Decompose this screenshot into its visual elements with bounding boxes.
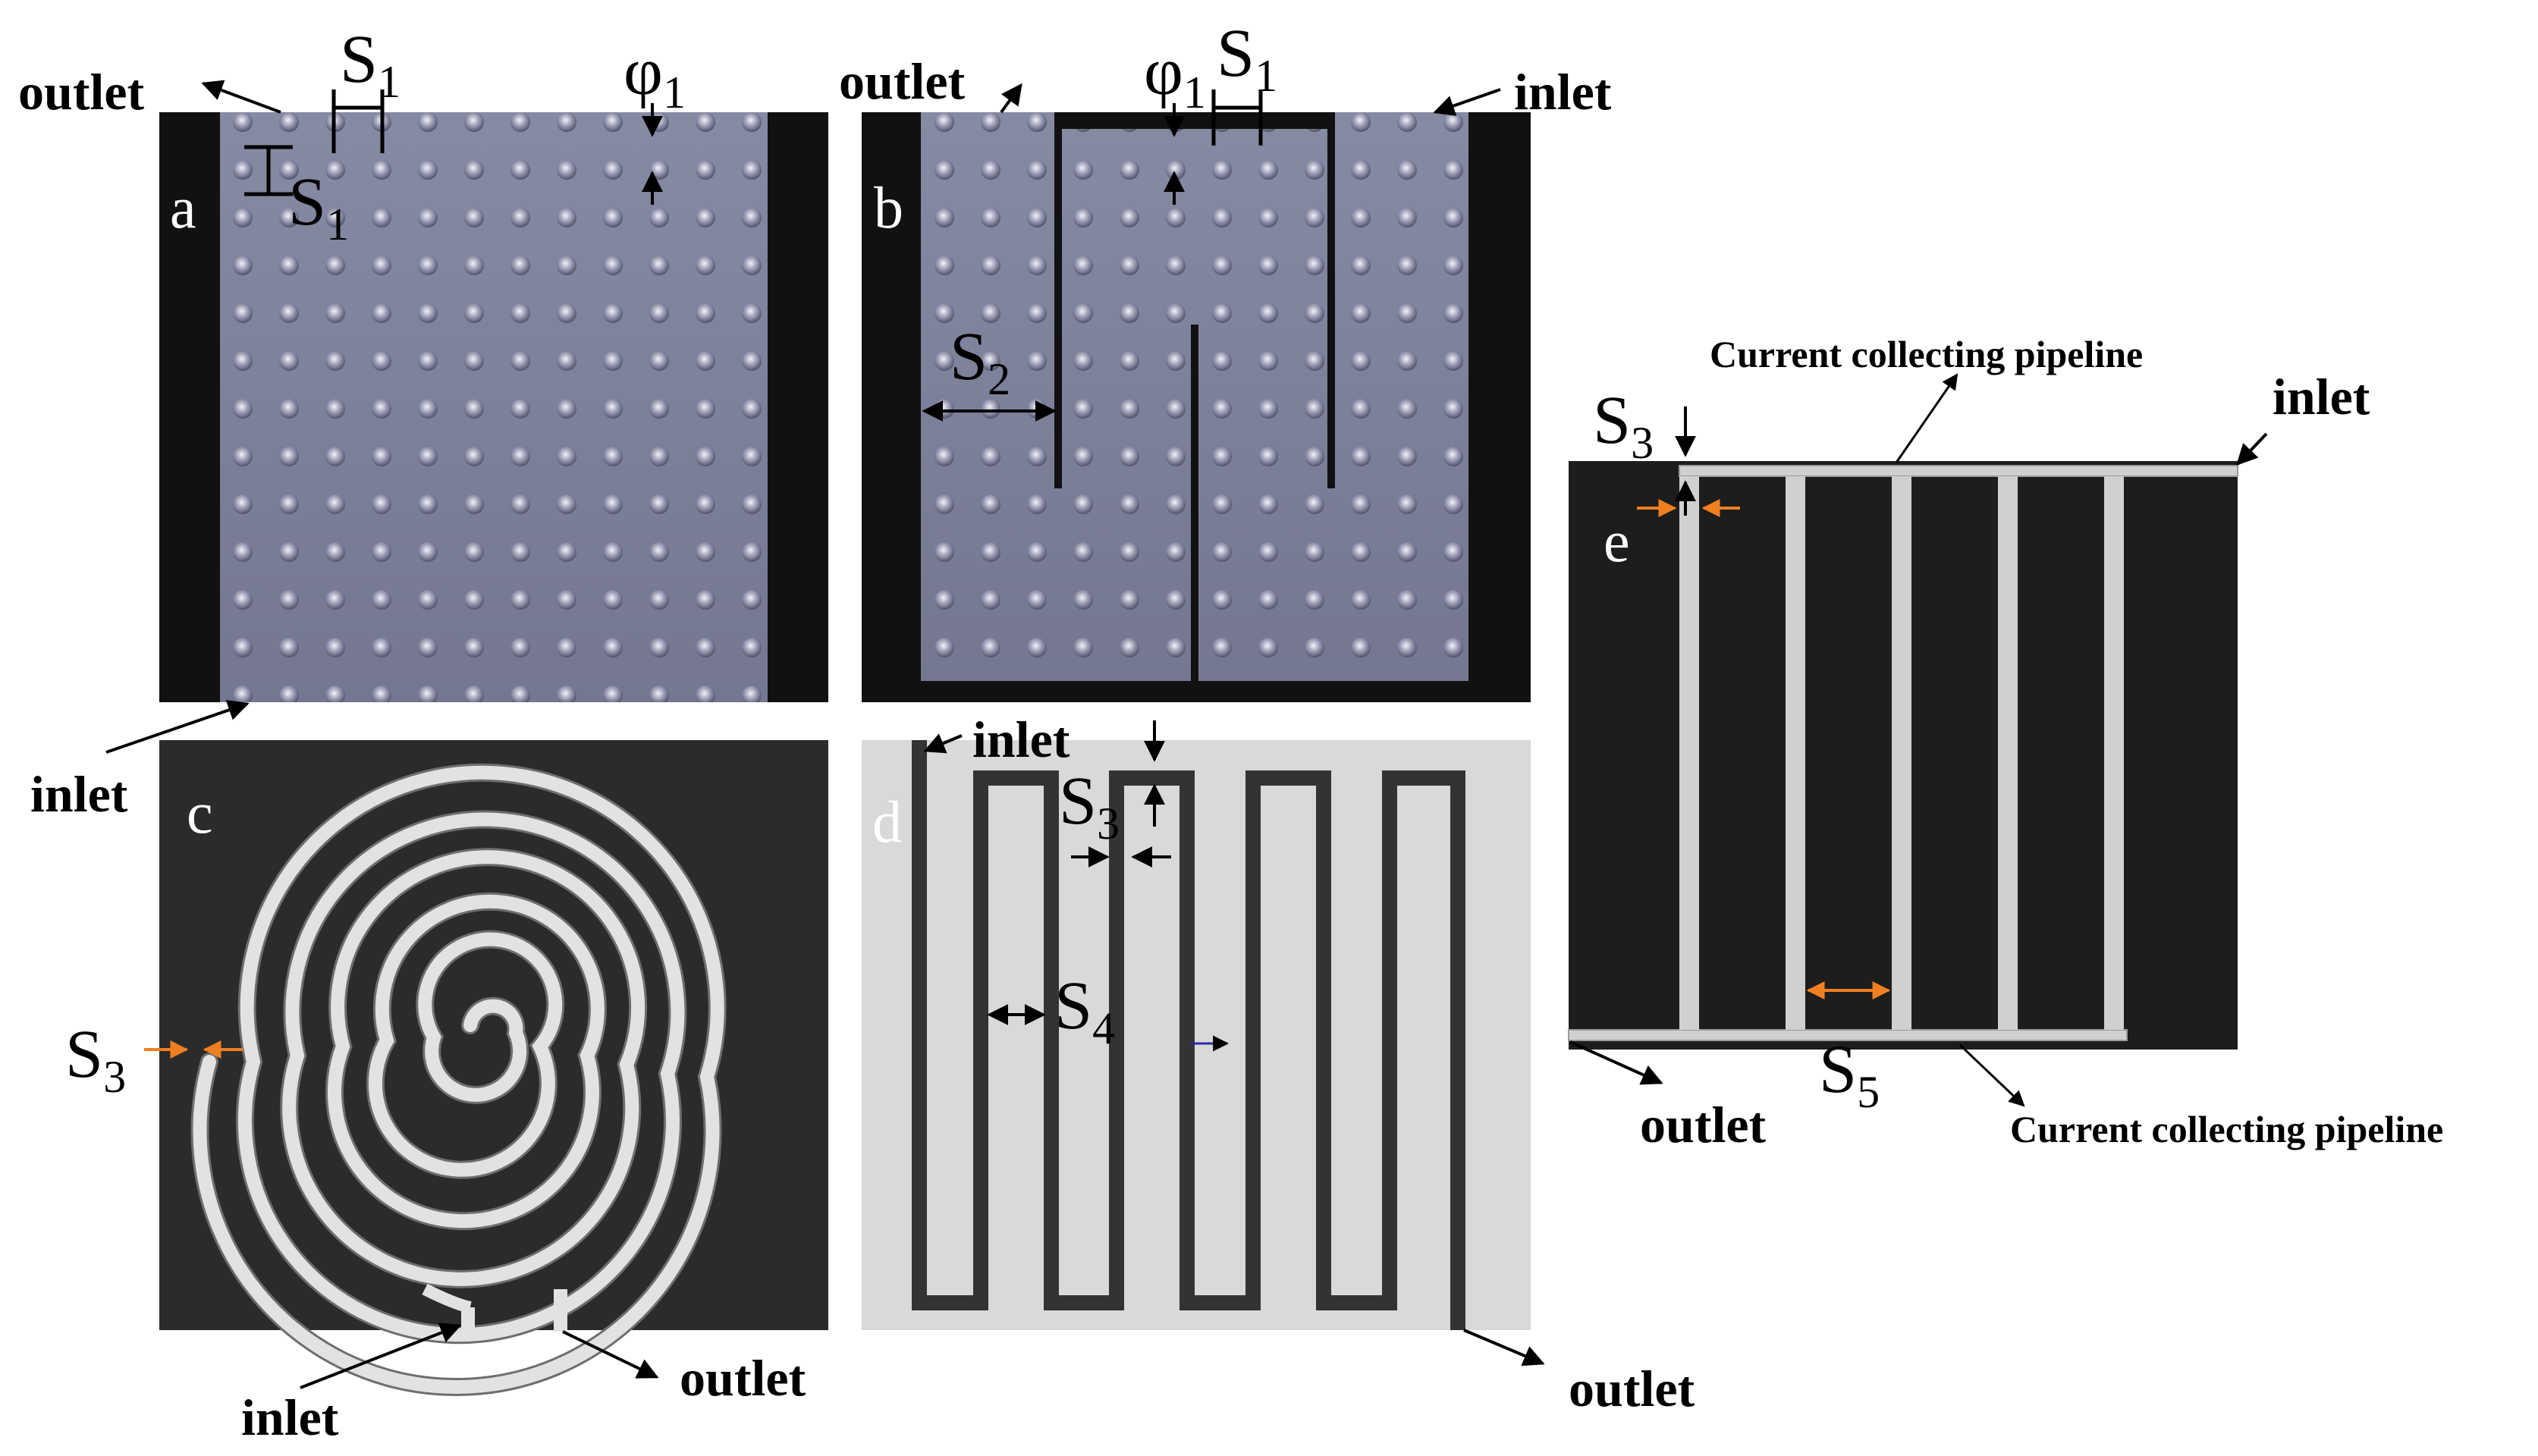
panel-e-channel-5 — [2104, 476, 2124, 1030]
panel-b-outlet-arrow — [1000, 83, 1022, 114]
panel-a-outlet-arrow — [201, 80, 281, 114]
panel-c-outlet-arrow — [562, 1330, 659, 1379]
panel-a-annotations: outlet inlet S1 S1 φ1 — [18, 22, 686, 823]
panel-e-top-pipeline-arrow — [1895, 373, 1958, 463]
panel-c-inlet-arrow — [300, 1323, 462, 1389]
panel-e-s3-symbol: S3 — [1593, 383, 1654, 468]
panel-e-channel-4 — [1998, 476, 2018, 1030]
panel-d-outlet-arrow — [1463, 1329, 1545, 1367]
panel-c-inlet-bend — [422, 1283, 472, 1313]
panel-b-s2-symbol: S2 — [950, 319, 1010, 404]
panel-e-channel-2 — [1786, 476, 1805, 1030]
panel-d-inlet-label: inlet — [972, 711, 1070, 768]
panel-e-top-pipeline-label: Current collecting pipeline — [1710, 333, 2143, 375]
panel-b-center-baffle — [1191, 325, 1198, 681]
panel-b-label: b — [874, 174, 903, 240]
panel-e-bottom-header — [1568, 1029, 2128, 1041]
panel-a-inlet-arrow — [105, 699, 250, 754]
panel-d-outlet-label: outlet — [1569, 1360, 1695, 1417]
panel-a-s1-v-symbol: S1 — [288, 165, 349, 249]
panel-e-bottom-pipeline-label: Current collecting pipeline — [2010, 1108, 2443, 1150]
panel-e-channel-1 — [1679, 476, 1699, 1030]
panel-c: c — [159, 740, 828, 1396]
panel-a-inlet-label: inlet — [30, 765, 128, 823]
panel-b-top-baffle — [1054, 112, 1335, 129]
panel-c-annotations: S3 inlet outlet — [65, 1017, 806, 1446]
panel-c-outlet-port — [554, 1289, 567, 1332]
panel-d-label: d — [872, 789, 902, 855]
panel-e-bottom-pipeline-arrow — [1958, 1043, 2025, 1107]
panel-d: d — [862, 740, 1531, 1330]
panel-b: b — [862, 112, 1531, 702]
panel-e-inlet-arrow — [2236, 432, 2268, 466]
panel-e-annotations: Current collecting pipeline inlet S3 S5 … — [1569, 333, 2443, 1153]
panel-b-right-baffle — [1327, 112, 1335, 488]
panel-d-s3-symbol: S3 — [1059, 764, 1120, 849]
panel-c-inlet-label: inlet — [241, 1389, 339, 1446]
panel-c-s3-symbol: S3 — [65, 1017, 126, 1102]
panel-b-s1-symbol: S1 — [1217, 16, 1277, 101]
panel-c-inlet-port — [461, 1307, 475, 1332]
panel-a-outlet-label: outlet — [18, 63, 145, 121]
panel-a-s1-h-symbol: S1 — [340, 22, 400, 107]
panel-b-annotations: outlet inlet φ1 S1 S2 — [839, 16, 1612, 422]
panel-b-inlet-arrow — [1433, 88, 1501, 116]
panel-b-inlet-label: inlet — [1514, 63, 1612, 121]
panel-c-outlet-label: outlet — [680, 1349, 806, 1407]
panel-b-outlet-label: outlet — [839, 52, 966, 110]
panel-d-serpentine-channel — [912, 740, 1465, 1330]
panel-e-inlet-label: inlet — [2273, 368, 2370, 425]
panel-a-label: a — [170, 174, 196, 240]
panel-e-channel-3 — [1892, 476, 1911, 1030]
panel-d-inlet-arrow — [923, 733, 963, 754]
panel-a: a — [159, 112, 828, 702]
panel-e-label: e — [1604, 508, 1630, 574]
panel-d-s4-symbol: S4 — [1054, 968, 1115, 1053]
panel-d-background — [862, 740, 1531, 1330]
panel-c-spiral-channel — [193, 765, 724, 1394]
panel-c-label: c — [187, 780, 213, 846]
panel-e-top-header — [1679, 465, 2238, 477]
panel-b-phi1-symbol: φ1 — [1144, 34, 1206, 118]
panel-e-outlet-label: outlet — [1640, 1096, 1767, 1153]
panel-e-outlet-arrow — [1569, 1040, 1663, 1085]
panel-e-s5-symbol: S5 — [1819, 1032, 1880, 1117]
panel-e: e — [1568, 461, 2238, 1050]
panel-d-annotations: inlet S3 S4 outlet — [923, 711, 1695, 1417]
panel-a-phi1-symbol: φ1 — [624, 34, 686, 118]
panel-a-dimples — [220, 112, 768, 702]
panel-b-left-baffle — [1054, 112, 1062, 488]
